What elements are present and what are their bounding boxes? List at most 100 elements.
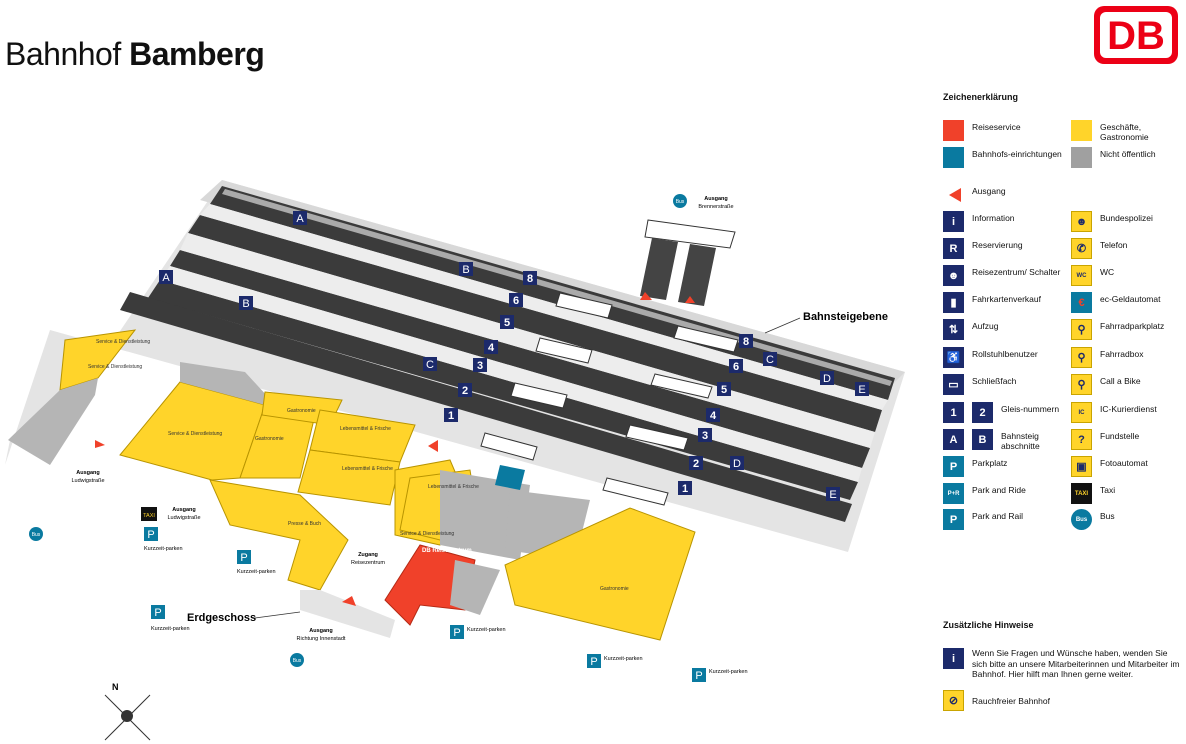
track-2-icon: 2 [972,402,993,423]
shop-lebensmittel-2 [297,449,401,506]
ticket-machine-icon: ▮ [943,292,964,313]
ticket-counter-icon: ☻ [943,265,964,286]
svg-text:P: P [453,627,460,639]
svg-text:Kurzzeit-parken: Kurzzeit-parken [237,569,276,575]
svg-text:P: P [147,529,154,541]
svg-text:6: 6 [513,295,519,307]
courier-icon: IC [1071,402,1092,423]
svg-text:Bus: Bus [32,532,41,538]
legend: Zeichenerklärung Reiseservice Geschäfte,… [943,92,1183,530]
svg-text:Kurzzeit-parken: Kurzzeit-parken [151,626,190,632]
svg-text:Bus: Bus [676,199,685,205]
svg-text:Kurzzeit-parken: Kurzzeit-parken [144,546,183,552]
svg-text:D: D [733,458,741,470]
exit-markers [95,292,695,606]
svg-text:Ausgang: Ausgang [76,470,100,476]
legend-nicht-oeffentlich: Nicht öffentlich [1071,147,1186,168]
title-station-name: Bamberg [129,36,265,72]
hint-information: i Wenn Sie Fragen und Wünsche haben, wen… [943,648,1182,680]
svg-text:Ausgang: Ausgang [172,507,196,513]
atm-icon: € [1071,292,1092,313]
ground-floor-walkway [300,590,395,638]
label-platform-level: Bahnsteigebene [803,311,888,323]
legend-ausgang: Ausgang [943,184,1062,205]
taxi-icon: TAXI [1071,483,1092,504]
shop-labels: Service & Dienstleistung Service & Diens… [88,339,629,592]
label-ground-floor: Erdgeschoss [187,612,256,624]
parking-icon: P [943,456,964,477]
information-icon: i [943,648,964,669]
svg-text:Ausgang: Ausgang [704,196,728,202]
svg-text:4: 4 [710,410,717,422]
label-lebensmittel-3: Lebensmittel & Frische [428,484,479,490]
lost-found-icon: ? [1071,429,1092,450]
smoke-free-icon: ⊘ [943,690,964,711]
exit-labels: Ausgang Ludwigstraße Ausgang Ludwigstraß… [71,196,733,642]
bus-taxi-icons: Bus Bus Bus TAXI [29,194,687,667]
hint-smoke-free: ⊘ Rauchfreier Bahnhof [943,690,1050,711]
label-gastro-mid: Gastronomie [255,436,284,442]
svg-text:Ludwigstraße: Ludwigstraße [71,478,104,484]
svg-text:1: 1 [682,483,688,495]
information-icon: i [943,211,964,232]
bus-icon: Bus [1071,509,1092,530]
svg-text:8: 8 [743,336,749,348]
svg-text:Bus: Bus [293,658,302,664]
svg-text:E: E [829,489,836,501]
legend-bahnhof: Bahnhofs-einrichtungen [943,147,1062,168]
wheelchair-icon: ♿ [943,347,964,368]
elevator-icon: ⇅ [943,319,964,340]
svg-text:A: A [162,272,170,284]
label-service-3: Service & Dienstleistung [400,531,454,537]
legend-title: Zeichenerklärung [943,92,1019,102]
svg-text:P: P [695,670,702,682]
svg-text:P: P [240,552,247,564]
svg-text:Zugang: Zugang [358,552,378,558]
track-badges: 1 2 3 4 5 6 8 1 2 3 4 5 6 8 [444,271,753,495]
swatch-reiseservice [943,120,964,141]
building-non-public-1 [180,362,280,410]
section-badges: A A B B C C D D E E [159,211,869,501]
db-logo-text: DB [1107,14,1165,58]
svg-text:Richtung Innenstadt: Richtung Innenstadt [297,636,346,642]
swatch-nicht [1071,147,1092,168]
reservation-icon: R [943,238,964,259]
label-presse: Presse & Buch [288,521,321,527]
svg-text:P: P [590,656,597,668]
svg-text:C: C [426,359,434,371]
police-icon: ☻ [1071,211,1092,232]
svg-text:Kurzzeit-parken: Kurzzeit-parken [467,627,506,633]
bicycle-parking-icon: ⚲ [1071,319,1092,340]
swatch-geschaefte [1071,120,1092,141]
compass: N [104,682,151,741]
brenner-exit-structure [640,219,736,306]
wc-icon: WC [1071,265,1092,286]
legend-geschaefte: Geschäfte, Gastronomie [1071,120,1186,142]
svg-text:4: 4 [488,342,495,354]
swatch-bahnhof [943,147,964,168]
building-non-public-2 [450,560,500,615]
svg-text:2: 2 [693,458,699,470]
label-service-2: Service & Dienstleistung [88,364,142,370]
station-facilities [495,465,525,490]
section-a-icon: A [943,429,964,450]
svg-text:Kurzzeit-parken: Kurzzeit-parken [709,669,748,675]
svg-text:C: C [766,354,774,366]
telephone-icon: ✆ [1071,238,1092,259]
label-gastro-big: Gastronomie [600,586,629,592]
svg-text:TAXI: TAXI [143,513,155,519]
label-service-1: Service & Dienstleistung [96,339,150,345]
label-reisezentrum: DB Reisezentrum [422,548,472,554]
stairwells [480,292,739,506]
svg-text:E: E [858,384,865,396]
station-map: 1 2 3 4 5 6 8 1 2 3 4 5 6 8 A A B B C C … [5,180,905,741]
shop-presse [209,479,349,591]
park-ride-icon: P+R [943,483,964,504]
svg-text:P: P [154,607,161,619]
svg-text:Ludwigstraße: Ludwigstraße [167,515,200,521]
locker-icon: ▭ [943,374,964,395]
track-1-icon: 1 [943,402,964,423]
svg-text:Ausgang: Ausgang [309,628,333,634]
legend-reiseservice: Reiseservice [943,120,1062,141]
svg-text:Kurzzeit-parken: Kurzzeit-parken [604,656,643,662]
